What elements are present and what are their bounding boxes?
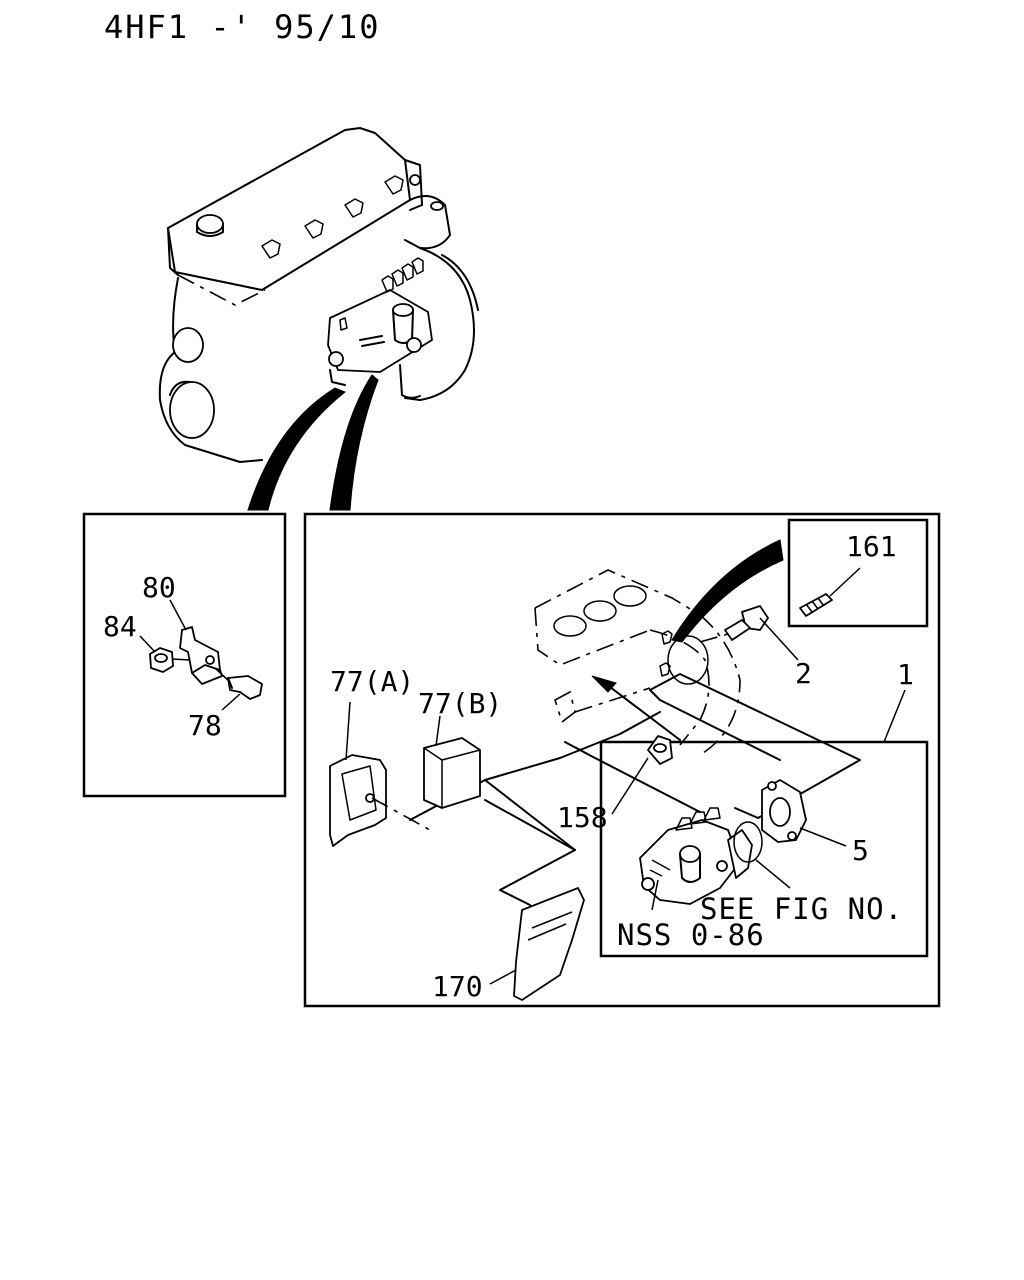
flange-5-drawing: [761, 779, 847, 847]
stud-161-drawing: [799, 567, 861, 617]
nut-158-drawing: [611, 735, 673, 815]
nss-note: NSS 0-86: [617, 918, 765, 952]
callout-5: 5: [852, 834, 869, 867]
bracket-detail-frame: [82, 512, 287, 798]
callout-78: 78: [188, 709, 222, 742]
pump-inset-frame: [599, 740, 929, 958]
bracket-detail-drawing: [139, 599, 263, 711]
pointer-swoosh-left: [247, 387, 346, 511]
inset-161-frame: [787, 518, 929, 628]
bracket-77a-drawing: [329, 701, 431, 847]
callout-80: 80: [142, 571, 176, 604]
diagram-title: 4HF1 -' 95/10: [104, 8, 380, 46]
callout-2: 2: [795, 657, 812, 690]
pointer-swoosh-right: [329, 374, 379, 511]
bolt-2-drawing: [699, 605, 799, 661]
engine-block-outline: [534, 569, 741, 756]
callout-84: 84: [103, 610, 137, 643]
callout-77a: 77(A): [330, 665, 414, 698]
cover-170-drawing: [489, 887, 585, 1001]
pointer-swoosh-inset: [671, 539, 784, 643]
pump-detail-frame: [303, 512, 941, 1008]
callout-170: 170: [432, 970, 483, 1003]
callout-158: 158: [557, 801, 608, 834]
o-ring-drawing: [733, 821, 763, 863]
plate-77b-drawing: [423, 715, 481, 809]
callout-77b: 77(B): [418, 687, 502, 720]
callout-1: 1: [897, 658, 914, 691]
see-fig-note: SEE FIG NO.: [700, 892, 903, 926]
callout-161: 161: [846, 530, 897, 563]
engine-overview-drawing: [158, 127, 479, 463]
